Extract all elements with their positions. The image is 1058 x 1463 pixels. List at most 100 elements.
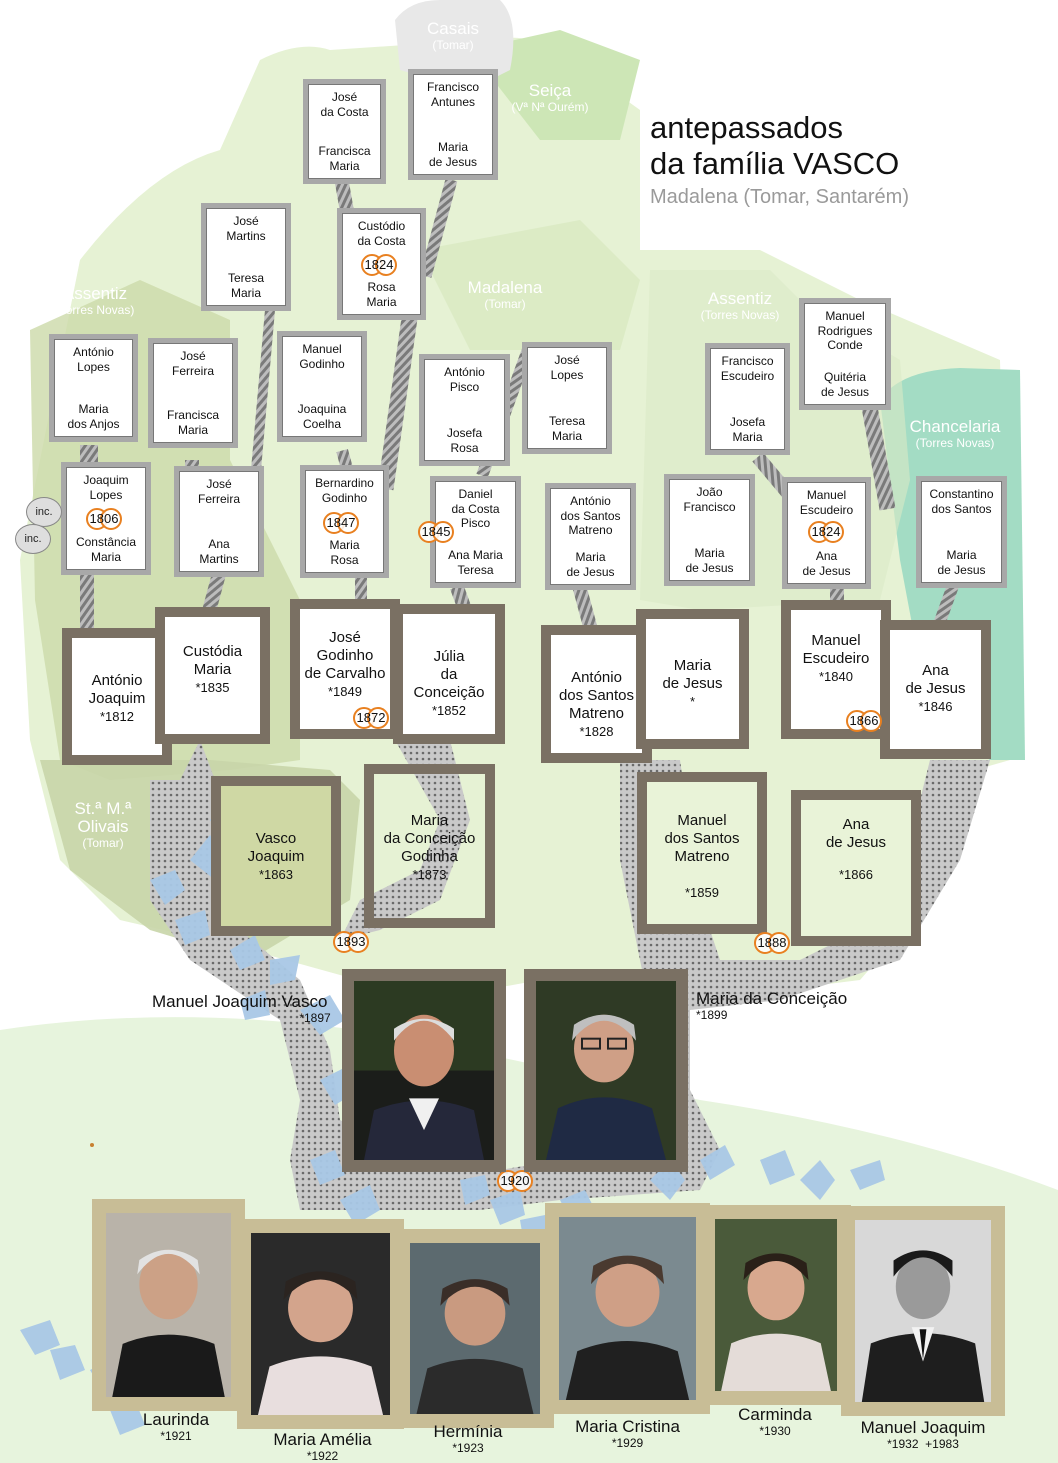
wife-name: Maria de Jesus bbox=[566, 550, 615, 579]
child-born: *1930 bbox=[759, 1424, 791, 1438]
child-label-maria-cristina: Maria Cristina *1929 bbox=[555, 1417, 700, 1450]
couple-manuel-godinho: Manuel Godinho Joaquina Coelha bbox=[277, 331, 367, 442]
photo-manuel-joaquim bbox=[841, 1206, 1005, 1416]
mother-name: Maria da Conceição bbox=[696, 989, 848, 1008]
child-label-carminda: Carminda *1930 bbox=[715, 1405, 835, 1438]
person-ana-de-jesus-2: Ana de Jesus *1866 bbox=[791, 790, 921, 946]
person-name: Manuel dos Santos Matreno bbox=[664, 812, 740, 865]
marriage-year: 1824 bbox=[364, 257, 394, 272]
father-born: *1897 bbox=[299, 1011, 331, 1025]
person-name: Júlia da Conceição bbox=[413, 648, 485, 701]
wife-name: Josefa Rosa bbox=[446, 426, 483, 455]
place-assentiz-right-name: Assentiz bbox=[707, 289, 773, 308]
child-born: *1923 bbox=[452, 1441, 484, 1455]
place-seica: Seiça (Vª Nª Ourém) bbox=[485, 81, 615, 115]
place-assentiz-left: Assentiz (Torres Novas) bbox=[40, 284, 150, 318]
person-antonio-matreno: António dos Santos Matreno *1828 bbox=[541, 625, 652, 763]
place-assentiz-right-sub: (Torres Novas) bbox=[700, 308, 780, 322]
child-born: *1932 +1983 bbox=[887, 1437, 959, 1451]
child-born: *1929 bbox=[611, 1436, 644, 1450]
husband-name: Francisco Escudeiro bbox=[720, 354, 775, 383]
place-madalena: Madalena (Tomar) bbox=[455, 279, 555, 312]
wife-name: Maria de Jesus bbox=[685, 546, 734, 575]
person-name: Manuel Escudeiro bbox=[802, 632, 870, 667]
portrait-man bbox=[354, 981, 494, 1160]
portrait-laurinda bbox=[106, 1213, 231, 1397]
place-seica-name: Seiça bbox=[528, 81, 572, 100]
person-name: Ana de Jesus bbox=[825, 816, 887, 851]
person-born: *1859 bbox=[685, 885, 719, 900]
person-born: *1840 bbox=[819, 669, 853, 684]
title-line-1: antepassados bbox=[650, 110, 844, 145]
marriage-year: 1845 bbox=[421, 524, 451, 539]
marriage-ring-1893: 1893 bbox=[333, 931, 369, 953]
place-chancelaria-sub: (Torres Novas) bbox=[915, 436, 995, 450]
couple-bernardino-godinho: Bernardino Godinho Maria Rosa bbox=[300, 465, 389, 578]
page-subtitle: Madalena (Tomar, Santarém) bbox=[650, 186, 910, 208]
tree-trunk bbox=[150, 760, 990, 1210]
photo-herminia bbox=[396, 1229, 554, 1428]
child-name: Maria Cristina bbox=[575, 1417, 680, 1436]
marriage-year: 1824 bbox=[811, 524, 841, 539]
place-chancelaria-name: Chancelaria bbox=[909, 417, 1001, 436]
wife-name: Josefa Maria bbox=[729, 415, 766, 444]
couple-francisco-antunes: Francisco Antunes Maria de Jesus bbox=[408, 69, 498, 180]
husband-name: Manuel Escudeiro bbox=[799, 488, 854, 517]
person-custodia-maria: Custódia Maria *1835 bbox=[155, 607, 270, 744]
husband-name: Daniel da Costa Pisco bbox=[451, 487, 500, 530]
portrait-woman bbox=[536, 981, 676, 1160]
child-name: Hermínia bbox=[433, 1422, 503, 1441]
wife-name: Maria de Jesus bbox=[937, 548, 986, 577]
child-label-laurinda: Laurinda *1921 bbox=[116, 1410, 236, 1443]
marriage-ring-1888: 1888 bbox=[754, 932, 790, 954]
husband-name: José Martins bbox=[226, 214, 266, 243]
couple-antonio-santos-matreno: António dos Santos Matreno Maria de Jesu… bbox=[545, 483, 636, 590]
portrait-manuel-joaquim bbox=[855, 1220, 991, 1402]
marriage-year: 1888 bbox=[757, 935, 787, 950]
portrait-carminda bbox=[715, 1219, 837, 1391]
person-name: Maria da Conceição Godinha bbox=[383, 812, 476, 865]
place-casais-sub: (Tomar) bbox=[432, 38, 474, 52]
person-name: Custódia Maria bbox=[182, 643, 243, 678]
person-born: *1852 bbox=[432, 703, 466, 718]
wife-name: Teresa Maria bbox=[548, 414, 586, 443]
person-name: Ana de Jesus bbox=[905, 662, 966, 697]
couple-custodio-costa: Custódio da Costa Rosa Maria bbox=[337, 208, 426, 320]
place-casais: Casais (Tomar) bbox=[410, 19, 496, 53]
husband-name: João Francisco bbox=[683, 485, 736, 514]
place-assentiz-left-name: Assentiz bbox=[62, 284, 128, 303]
wife-name: Francisca Maria bbox=[318, 144, 371, 173]
marriage-ring-1847: 1847 bbox=[323, 512, 359, 534]
marriage-year: 1866 bbox=[849, 713, 879, 728]
person-name: José Godinho de Carvalho bbox=[304, 629, 386, 682]
wife-name: Maria de Jesus bbox=[428, 140, 478, 169]
husband-name: José Ferreira bbox=[171, 349, 214, 378]
couple-jose-costa: José da Costa Francisca Maria bbox=[303, 79, 386, 184]
title-line-2: da família VASCO bbox=[650, 146, 900, 181]
husband-name: António Lopes bbox=[73, 345, 114, 374]
decor-dot bbox=[90, 1143, 94, 1147]
marriage-ring-1872: 1872 bbox=[353, 707, 389, 729]
mother-born: *1899 bbox=[696, 1008, 728, 1022]
husband-name: António Pisco bbox=[444, 365, 485, 394]
person-born: *1835 bbox=[195, 680, 230, 695]
marriage-ring-1920: 1920 bbox=[497, 1170, 533, 1192]
portrait-herminia bbox=[410, 1243, 540, 1414]
place-assentiz-left-sub: (Torres Novas) bbox=[55, 303, 135, 317]
seica-region bbox=[470, 30, 640, 140]
father-born-label: *1897 bbox=[290, 1011, 340, 1025]
husband-name: José da Costa bbox=[320, 90, 369, 119]
marriage-year: 1872 bbox=[356, 710, 386, 725]
wife-name: Rosa Maria bbox=[366, 280, 397, 309]
inc-badge-2: inc. bbox=[15, 524, 51, 554]
portrait-maria-cristina bbox=[559, 1217, 696, 1400]
child-label-herminia: Hermínia *1923 bbox=[408, 1422, 528, 1455]
place-casais-name: Casais bbox=[427, 19, 479, 38]
wife-name: Francisca Maria bbox=[166, 408, 219, 437]
husband-name: José Lopes bbox=[550, 353, 584, 382]
person-name: António Joaquim bbox=[88, 672, 146, 707]
person-name: António dos Santos Matreno bbox=[558, 669, 635, 722]
father-label: Manuel Joaquim Vasco bbox=[152, 992, 332, 1011]
place-madalena-sub: (Tomar) bbox=[484, 297, 526, 311]
wife-name: Teresa Maria bbox=[227, 271, 265, 300]
